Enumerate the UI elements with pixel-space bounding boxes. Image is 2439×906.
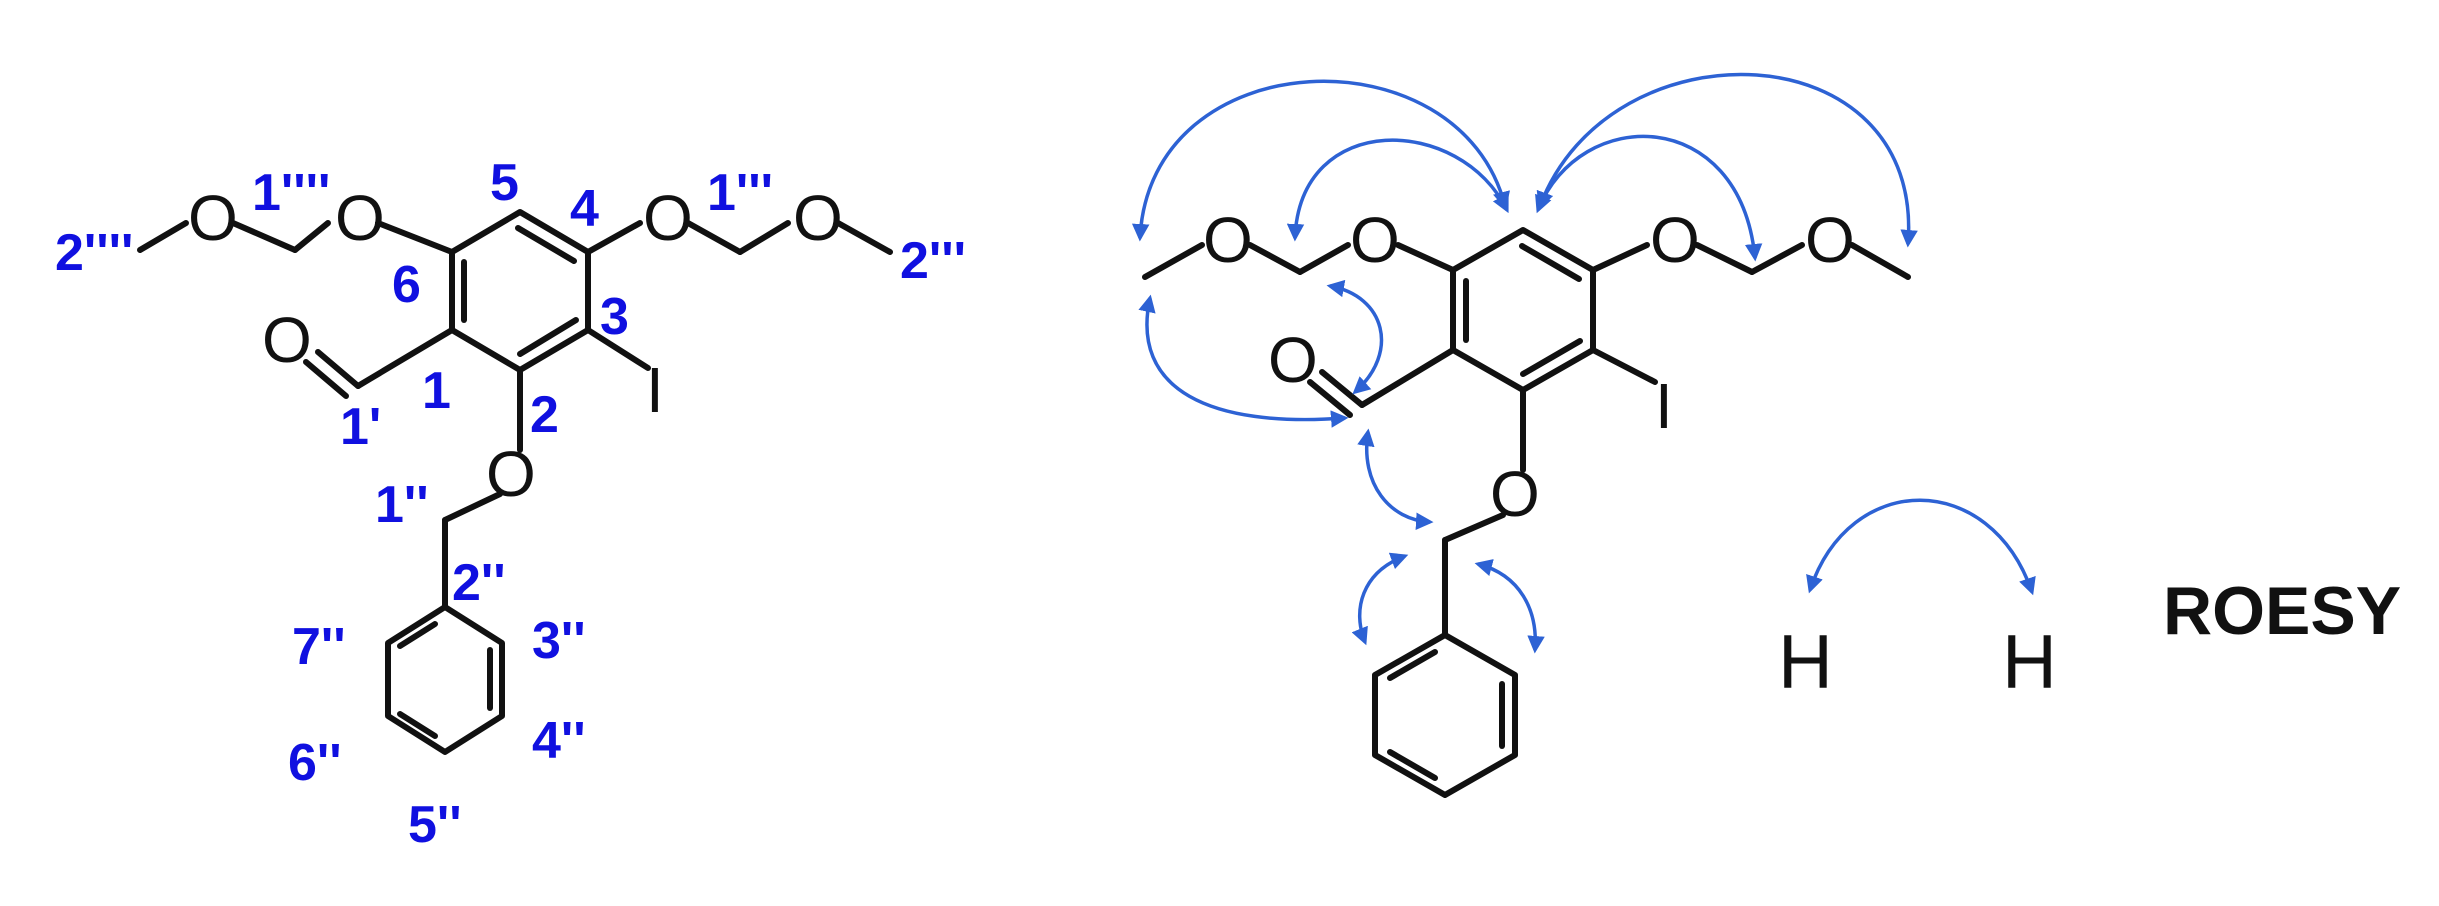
r-right-o-ether-outer: O	[1805, 204, 1855, 276]
roesy-arrow-h1pppp-h5	[1286, 138, 1509, 242]
label-c2pp: 2''	[452, 554, 506, 612]
legend: H H ROESY	[1778, 498, 2401, 705]
label-c5pp: 5''	[408, 796, 462, 854]
right-o-ether-inner: O	[643, 182, 693, 254]
r-left-o-ether-inner: O	[1350, 204, 1400, 276]
label-c5: 5	[490, 154, 519, 212]
label-c1p: 1'	[340, 398, 381, 456]
right-o-ether-outer: O	[793, 182, 843, 254]
roesy-arrow-h1pppp-h1p	[1326, 279, 1384, 395]
label-c1ppp: 1'''	[707, 164, 773, 222]
label-c1: 1	[422, 362, 451, 420]
r-left-o-ether-outer: O	[1203, 204, 1253, 276]
roesy-arrow-h2pppp-h1p	[1138, 294, 1349, 428]
label-c4pp: 4''	[532, 712, 586, 770]
roesy-arrow-h1p-h1pp	[1357, 428, 1434, 531]
right-structure: O O O O O O I	[1131, 72, 1918, 798]
label-c2pppp: 2''''	[55, 224, 133, 282]
roesy-arrow-h5-h2ppp	[1536, 72, 1918, 248]
r-aldehyde-o: O	[1268, 324, 1318, 396]
label-c6: 6	[392, 256, 421, 314]
r-iodine-atom: I	[1655, 370, 1673, 442]
label-c1pp: 1''	[375, 476, 429, 534]
left-atoms: O O O O O O I	[188, 182, 843, 510]
r-right-o-ether-inner: O	[1650, 204, 1700, 276]
iodine-atom: I	[646, 354, 664, 426]
left-o-ether-outer: O	[188, 182, 238, 254]
label-c7pp: 7''	[292, 618, 346, 676]
label-c2ppp: 2'''	[900, 232, 966, 290]
benzyl-o: O	[486, 438, 536, 510]
roesy-arrow-h1pp-h7pp	[1351, 552, 1409, 646]
label-c6pp: 6''	[288, 734, 342, 792]
r-benzyl-o: O	[1490, 458, 1540, 530]
legend-h-left: H	[1778, 620, 1833, 705]
legend-title: ROESY	[2163, 573, 2401, 649]
label-c3: 3	[600, 288, 629, 346]
legend-h-right: H	[2002, 620, 2057, 705]
left-bonds	[137, 209, 893, 755]
roesy-arrow-h1pp-h3pp	[1474, 559, 1545, 654]
label-c2: 2	[530, 386, 559, 444]
legend-arrow-icon	[1806, 498, 2036, 596]
left-structure: O O O O O O I 1 2 3 4 5 6 1' 1'' 2'' 3''…	[55, 154, 966, 854]
roesy-correlations	[1131, 72, 1918, 654]
label-c4: 4	[570, 180, 599, 238]
left-o-ether-inner: O	[335, 182, 385, 254]
roesy-arrow-h2pppp-h5	[1131, 79, 1510, 242]
aldehyde-o: O	[262, 304, 312, 376]
label-c3pp: 3''	[532, 612, 586, 670]
label-c1pppp: 1''''	[252, 164, 330, 222]
left-numbering: 1 2 3 4 5 6 1' 1'' 2'' 3'' 4'' 5'' 6'' 7…	[55, 154, 966, 854]
